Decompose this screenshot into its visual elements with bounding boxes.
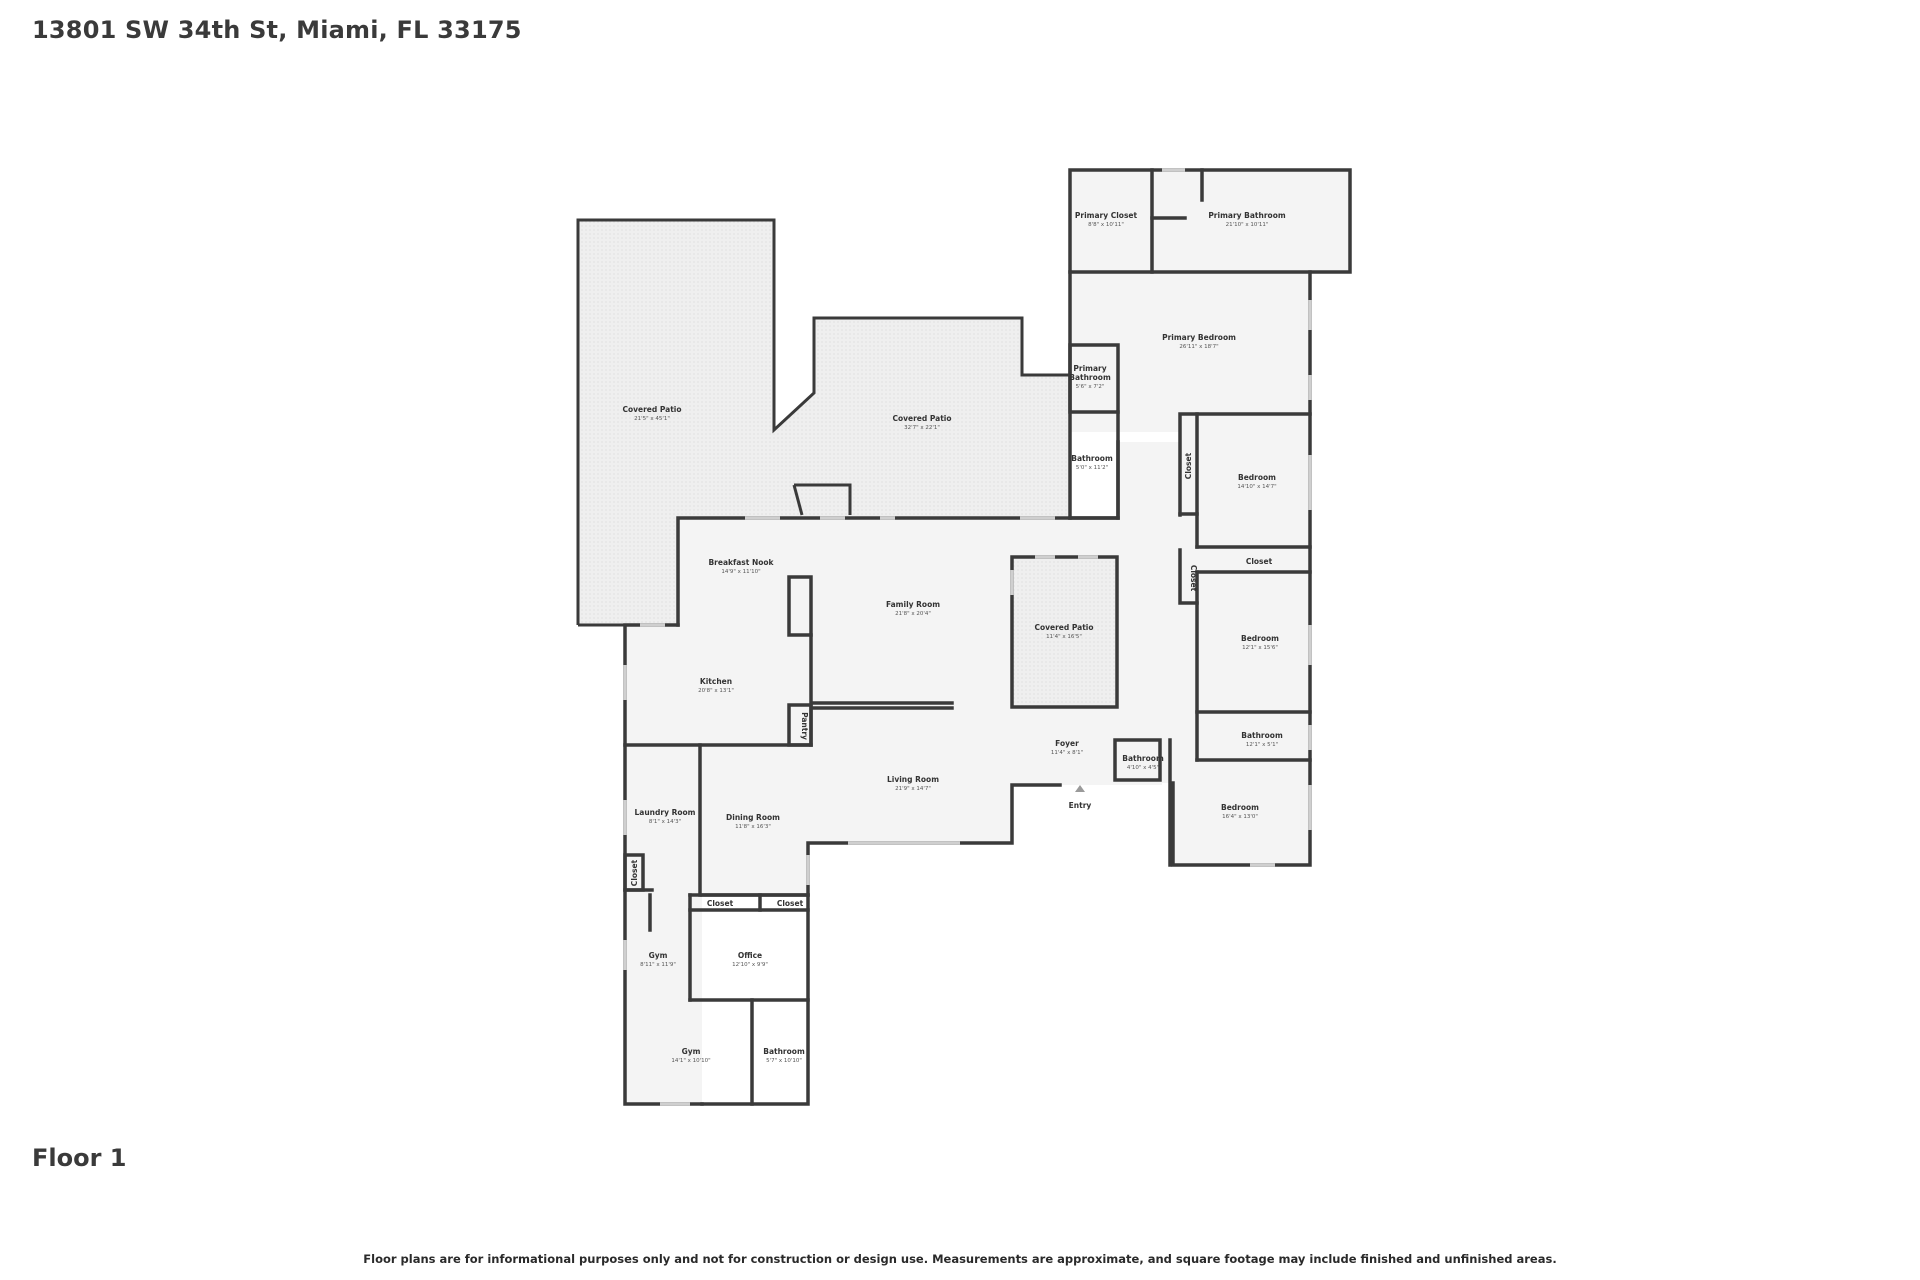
room-name-covered-patio-inner: Covered Patio bbox=[1034, 623, 1093, 632]
room-name-closet-3: Closet bbox=[1189, 565, 1198, 592]
room-dims-living-room: 21'9" x 14'7" bbox=[895, 786, 931, 792]
room-dims-bathroom-1: 5'0" x 11'2" bbox=[1076, 465, 1108, 471]
room-name-primary-bedroom: Primary Bedroom bbox=[1162, 333, 1236, 342]
room-dims-covered-patio-inner: 11'4" x 16'5" bbox=[1046, 634, 1082, 640]
room-dims-family-room: 21'8" x 20'4" bbox=[895, 611, 931, 617]
pergola-area bbox=[794, 485, 850, 515]
room-dims-primary-bathroom: 21'10" x 10'11" bbox=[1226, 222, 1269, 228]
room-name-foyer: Foyer bbox=[1055, 739, 1079, 748]
room-name-bathroom-4: Bathroom bbox=[763, 1047, 805, 1056]
room-dims-foyer: 11'4" x 8'1" bbox=[1051, 750, 1083, 756]
room-name-gym-2: Gym bbox=[682, 1047, 701, 1056]
covered-patio-left-area bbox=[578, 220, 1070, 625]
room-name-primary-bathroom: Primary Bathroom bbox=[1208, 211, 1286, 220]
covered-patio-inner-area bbox=[1012, 557, 1117, 707]
room-name-office: Office bbox=[738, 951, 762, 960]
room-name-closet-5: Closet bbox=[707, 899, 734, 908]
room-dims-covered-patio-left: 21'5" x 45'1" bbox=[634, 416, 670, 422]
room-dims-bathroom-2: 12'1" x 5'1" bbox=[1246, 742, 1278, 748]
room-name-bathroom-1: Bathroom bbox=[1071, 454, 1113, 463]
floor-fills bbox=[578, 170, 1350, 1104]
room-name-bathroom-2: Bathroom bbox=[1241, 731, 1283, 740]
room-name-family-room: Family Room bbox=[886, 600, 940, 609]
room-dims-covered-patio-center: 32'7" x 22'1" bbox=[904, 425, 940, 431]
room-name-bedroom-2: Bedroom bbox=[1241, 634, 1279, 643]
room-dims-office: 12'10" x 9'9" bbox=[732, 962, 768, 968]
room-name-pantry: Pantry bbox=[800, 712, 809, 740]
room-name-closet-4: Closet bbox=[630, 859, 639, 886]
room-name-breakfast-nook: Breakfast Nook bbox=[708, 558, 774, 567]
room-name-laundry-room: Laundry Room bbox=[635, 808, 696, 817]
room-dims-bathroom-3: 4'10" x 4'5" bbox=[1127, 765, 1159, 771]
room-name-primary-bathroom-small-2: Bathroom bbox=[1069, 373, 1111, 382]
room-name-closet-1: Closet bbox=[1184, 452, 1193, 479]
disclaimer: Floor plans are for informational purpos… bbox=[363, 1252, 1557, 1266]
room-dims-primary-bathroom-small: 5'6" x 7'2" bbox=[1076, 384, 1105, 390]
room-dims-gym-1: 8'11" x 11'9" bbox=[640, 962, 676, 968]
property-address: 13801 SW 34th St, Miami, FL 33175 bbox=[32, 16, 522, 44]
room-labels: Primary Closet 8'8" x 10'11" Primary Bat… bbox=[622, 211, 1285, 1064]
floor-label: Floor 1 bbox=[32, 1144, 127, 1172]
main-interior-area bbox=[625, 414, 1310, 1104]
entry-arrow-icon bbox=[1075, 785, 1085, 792]
room-dims-primary-closet: 8'8" x 10'11" bbox=[1088, 222, 1124, 228]
room-dims-bedroom-1: 14'10" x 14'7" bbox=[1237, 484, 1276, 490]
primary-suite-area bbox=[1070, 170, 1350, 272]
room-dims-laundry-room: 8'1" x 14'3" bbox=[649, 819, 681, 825]
room-name-bathroom-3: Bathroom bbox=[1122, 754, 1164, 763]
room-name-bedroom-1: Bedroom bbox=[1238, 473, 1276, 482]
room-dims-kitchen: 20'8" x 13'1" bbox=[698, 688, 734, 694]
room-dims-bedroom-2: 12'1" x 15'6" bbox=[1242, 645, 1278, 651]
room-name-primary-bathroom-small: Primary bbox=[1073, 364, 1106, 373]
primary-bedroom-area bbox=[1070, 272, 1310, 432]
room-name-covered-patio-left: Covered Patio bbox=[622, 405, 681, 414]
room-name-living-room: Living Room bbox=[887, 775, 939, 784]
room-dims-primary-bedroom: 26'11" x 18'7" bbox=[1179, 344, 1218, 350]
room-dims-gym-2: 14'1" x 10'10" bbox=[671, 1058, 710, 1064]
room-dims-dining-room: 11'8" x 16'3" bbox=[735, 824, 771, 830]
room-name-closet-6: Closet bbox=[777, 899, 804, 908]
room-dims-bedroom-3: 16'4" x 13'0" bbox=[1222, 814, 1258, 820]
room-dims-bathroom-4: 5'7" x 10'10" bbox=[766, 1058, 802, 1064]
room-name-kitchen: Kitchen bbox=[700, 677, 732, 686]
room-name-closet-2: Closet bbox=[1246, 557, 1273, 566]
room-name-bedroom-3: Bedroom bbox=[1221, 803, 1259, 812]
room-name-gym-1: Gym bbox=[649, 951, 668, 960]
windows bbox=[623, 168, 1312, 1106]
room-name-primary-closet: Primary Closet bbox=[1075, 211, 1138, 220]
room-name-covered-patio-center: Covered Patio bbox=[892, 414, 951, 423]
room-name-dining-room: Dining Room bbox=[726, 813, 780, 822]
room-name-entry: Entry bbox=[1069, 801, 1092, 810]
room-dims-breakfast-nook: 14'9" x 11'10" bbox=[721, 569, 760, 575]
